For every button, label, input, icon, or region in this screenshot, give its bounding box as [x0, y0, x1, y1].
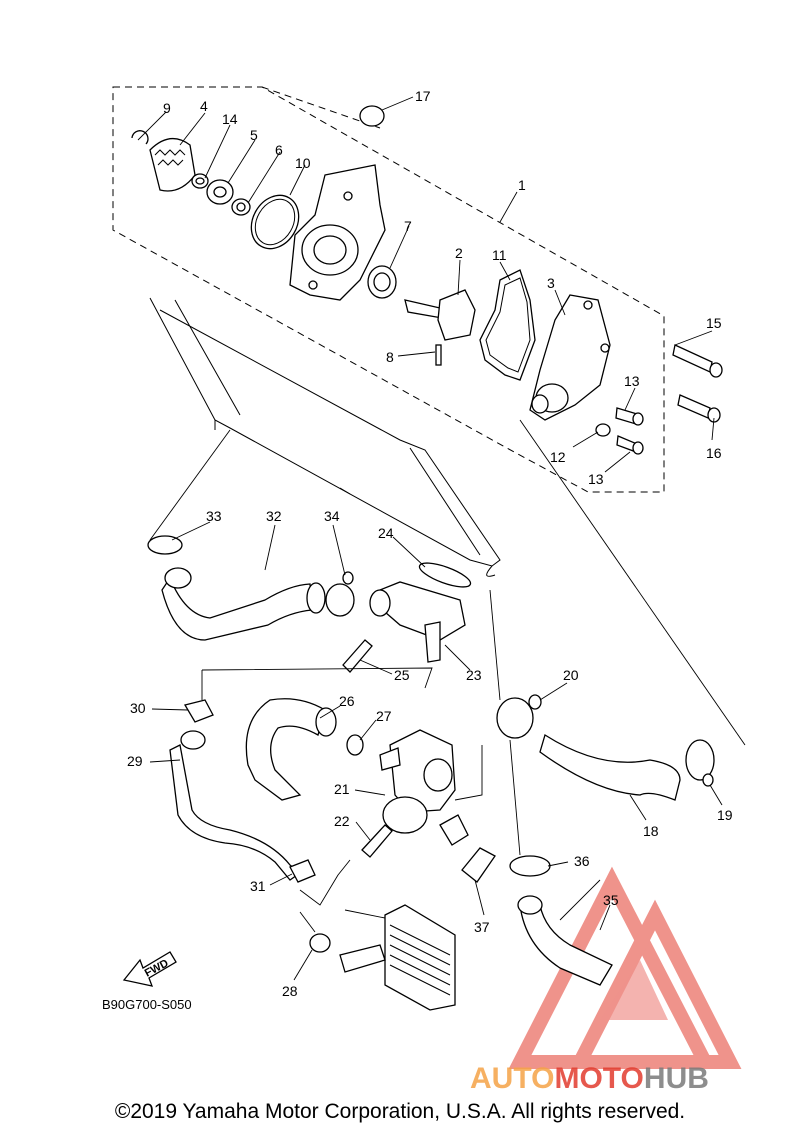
part-label-11: 11 — [492, 247, 507, 263]
watermark-text: AUTOMOTOHUB — [470, 1062, 709, 1095]
part-label-20: 20 — [563, 667, 579, 683]
pump-housing — [289, 164, 386, 301]
part-label-27: 27 — [376, 708, 392, 724]
part-label-5: 5 — [250, 127, 258, 143]
part-label-10: 10 — [295, 155, 311, 171]
part-label-36: 36 — [574, 853, 590, 869]
part-label-34: 34 — [324, 508, 340, 524]
part-label-28: 28 — [282, 983, 298, 999]
part-label-31: 31 — [250, 878, 266, 894]
part-label-17: 17 — [415, 88, 431, 104]
leader-lines — [137, 96, 723, 981]
part-label-4: 4 — [200, 98, 208, 114]
part-label-2: 2 — [455, 245, 463, 261]
part-label-32: 32 — [266, 508, 282, 524]
part-label-13b: 13 — [588, 471, 604, 487]
part-label-21: 21 — [334, 781, 350, 797]
part-label-23: 23 — [466, 667, 482, 683]
part-label-24: 24 — [378, 525, 394, 541]
part-label-6: 6 — [275, 142, 283, 158]
radiator-outline — [149, 297, 501, 577]
part-labels: 9 4 14 5 6 10 17 1 7 2 11 3 8 15 13 12 1… — [127, 88, 733, 999]
oil-cooler — [339, 904, 456, 1011]
part-label-33: 33 — [206, 508, 222, 524]
part-label-30: 30 — [130, 700, 146, 716]
part-label-37: 37 — [474, 919, 490, 935]
coolant-hoses — [147, 535, 715, 1011]
part-label-7: 7 — [404, 218, 412, 234]
part-label-18: 18 — [643, 823, 659, 839]
part-label-8: 8 — [386, 349, 394, 365]
part-label-26: 26 — [339, 693, 355, 709]
part-label-35: 35 — [603, 892, 619, 908]
copyright-notice: ©2019 Yamaha Motor Corporation, U.S.A. A… — [114, 1100, 686, 1123]
watermark-logo — [508, 866, 742, 1069]
part-label-15: 15 — [706, 315, 722, 331]
watermark-hub: HUB — [644, 1062, 709, 1095]
fwd-label: FWD — [143, 957, 171, 979]
fwd-arrow-icon: FWD — [122, 951, 177, 987]
part-label-29: 29 — [127, 753, 143, 769]
connection-lines — [149, 419, 746, 933]
part-label-19: 19 — [717, 807, 733, 823]
pump-cover — [529, 294, 611, 421]
part-label-13a: 13 — [624, 373, 640, 389]
part-label-14: 14 — [222, 111, 238, 127]
water-pump-parts — [131, 105, 723, 455]
part-label-1: 1 — [518, 177, 526, 193]
part-label-3: 3 — [547, 275, 555, 291]
thermostat-housing — [379, 729, 469, 846]
diagram-code: B90G700-S050 — [102, 997, 192, 1012]
watermark-moto: MOTO — [554, 1062, 643, 1095]
part-label-22: 22 — [334, 813, 350, 829]
part-label-25: 25 — [394, 667, 410, 683]
impeller-gear — [149, 138, 196, 192]
water-pump-group-outline — [112, 86, 665, 493]
watermark-auto: AUTO — [470, 1062, 554, 1095]
part-label-9: 9 — [163, 100, 171, 116]
part-label-12: 12 — [550, 449, 566, 465]
part-label-16: 16 — [706, 445, 722, 461]
